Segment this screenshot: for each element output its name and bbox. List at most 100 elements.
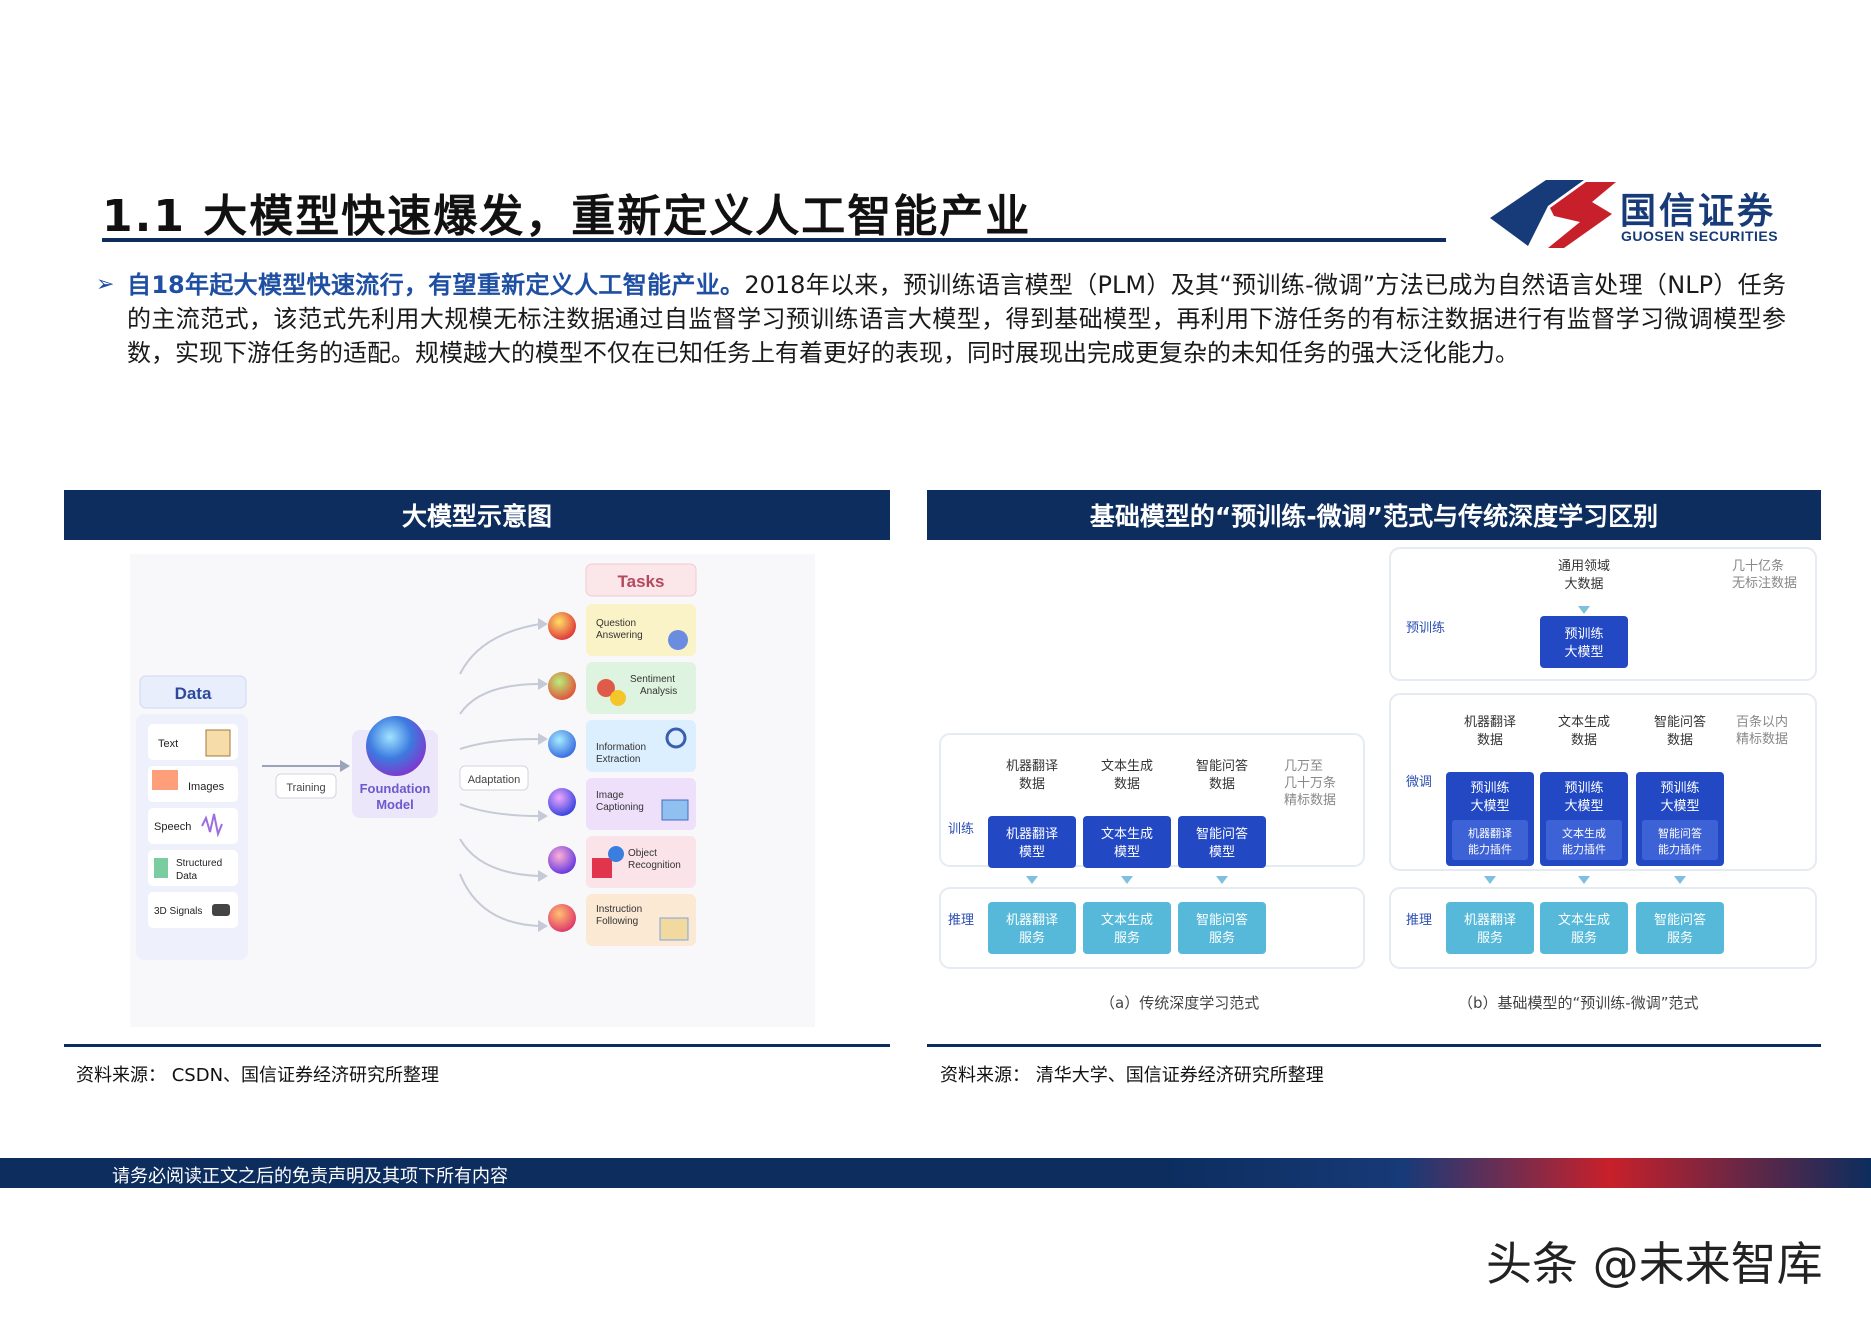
svg-text:Information: Information [596,742,646,753]
bullet-arrow-icon: ➢ [96,272,115,297]
svg-text:智能问答: 智能问答 [1196,912,1248,928]
adaptation-arrows [459,623,541,927]
svg-text:无标注数据: 无标注数据 [1732,576,1797,591]
magnifier-icon [665,727,687,749]
svg-text:几十亿条: 几十亿条 [1732,558,1784,574]
svg-text:大模型: 大模型 [1470,799,1509,814]
svg-text:Analysis: Analysis [640,686,677,697]
foundation-caption: （b）基础模型的“预训练-微调”范式 [1458,994,1698,1012]
task-image-captioning: Image Captioning [586,778,696,830]
task-ball-icon [548,612,576,640]
task-ball-icon [548,730,576,758]
task-ball-icon [548,672,576,700]
task-object-recognition: Object Recognition [586,836,696,888]
infer-label: 推理 [948,913,974,928]
svg-text:机器翻译: 机器翻译 [1006,827,1058,842]
waveform-icon [201,813,223,838]
finetune-label: 微调 [1406,775,1432,790]
logo-name-cn: 国信证券 [1620,191,1777,232]
task-ball-icon [548,904,576,932]
emoji-icon [597,679,615,697]
data-column: Data Text Images Speech Structured [136,675,248,960]
svg-text:Object: Object [628,848,657,859]
svg-text:服务: 服务 [1019,930,1045,946]
svg-text:百条以内: 百条以内 [1736,714,1788,730]
svg-text:Answering: Answering [596,630,643,641]
left-panel-bottom-rule [64,1044,890,1047]
emoji-icon [610,690,626,706]
svg-text:Extraction: Extraction [596,754,640,765]
svg-text:预训练: 预训练 [1564,627,1603,642]
svg-text:3D Signals: 3D Signals [154,906,202,917]
svg-text:智能问答: 智能问答 [1654,912,1706,928]
svg-text:服务: 服务 [1571,930,1597,946]
chat-bubble-icon [668,630,688,650]
table-icon [154,858,168,878]
svg-text:智能问答: 智能问答 [1654,714,1706,730]
svg-text:机器翻译: 机器翻译 [1006,913,1058,928]
title-underline [102,238,1446,242]
sensor-icon [212,904,230,916]
left-panel-header: 大模型示意图 [64,490,890,540]
svg-text:服务: 服务 [1477,930,1503,946]
left-source-note: 资料来源： CSDN、国信证券经济研究所整理 [76,1065,440,1086]
svg-text:文本生成: 文本生成 [1101,913,1153,928]
svg-text:机器翻译: 机器翻译 [1468,826,1512,840]
svg-text:通用领域: 通用领域 [1558,559,1610,574]
svg-text:数据: 数据 [1114,777,1140,792]
footer-disclaimer: 请务必阅读正文之后的免责声明及其项下所有内容 [112,1166,508,1187]
footer-bar [0,1158,1871,1188]
svg-text:智能问答: 智能问答 [1196,826,1248,842]
svg-text:Structured: Structured [176,858,222,869]
data-item-images: Images [148,766,238,802]
foundation-model-diagram: Data Text Images Speech Structured [130,554,815,1027]
svg-text:大数据: 大数据 [1564,577,1603,592]
company-logo: 国信证券 GUOSEN SECURITIES [1488,176,1788,252]
svg-text:文本生成: 文本生成 [1101,759,1153,774]
svg-text:文本生成: 文本生成 [1558,715,1610,730]
logo-name-en: GUOSEN SECURITIES [1621,228,1779,244]
globe-icon [366,716,426,776]
photo-icon [661,799,689,821]
logo-mark-icon [1490,180,1616,248]
svg-text:几十万条: 几十万条 [1284,775,1336,791]
tasks-title: Tasks [618,572,665,591]
task-ball-icon [548,846,576,874]
task-instruction-following: Instruction Following [586,894,696,946]
adaptation-flow: Adaptation [459,765,529,791]
training-flow: Training [262,760,350,799]
svg-text:Recognition: Recognition [628,860,681,871]
pretrain-label: 预训练 [1406,621,1445,636]
task-ball-icon [548,788,576,816]
data-item-text: Text [148,724,238,760]
traditional-models: 机器翻译 模型 文本生成 模型 智能问答 模型 [988,816,1266,868]
svg-text:精标数据: 精标数据 [1284,793,1336,808]
svg-text:数据: 数据 [1209,777,1235,792]
svg-text:Image: Image [596,790,624,801]
svg-text:大模型: 大模型 [1564,799,1603,814]
svg-text:机器翻译: 机器翻译 [1464,715,1516,730]
svg-text:服务: 服务 [1114,930,1140,946]
tasks-column: Tasks Question Answering Sentiment Analy… [585,563,697,946]
svg-text:模型: 模型 [1209,845,1235,860]
svg-text:Instruction: Instruction [596,904,642,915]
traditional-services: 机器翻译 服务 文本生成 服务 智能问答 服务 [988,902,1266,954]
intro-body: 2018年以来，预训练语言模型（PLM）及其“预训练-微调”方法已成为自然语言处… [127,271,1786,367]
svg-text:Text: Text [158,738,178,750]
infer-label-b: 推理 [1406,913,1432,928]
book-icon [205,729,231,757]
svg-text:机器翻译: 机器翻译 [1464,913,1516,928]
svg-text:能力插件: 能力插件 [1468,842,1512,856]
right-source-note: 资料来源： 清华大学、国信证券经济研究所整理 [940,1065,1324,1086]
traditional-paradigm: 训练 推理 机器翻译 数据 文本生成 数据 智能问答 数据 几万至 几十万条 精… [939,733,1365,1012]
svg-text:预训练: 预训练 [1660,781,1699,796]
paradigm-comparison-diagram: 训练 推理 机器翻译 数据 文本生成 数据 智能问答 数据 几万至 几十万条 精… [930,546,1820,1026]
svg-text:文本生成: 文本生成 [1558,913,1610,928]
right-panel-bottom-rule [927,1044,1821,1047]
foundation-model-node: Foundation Model [352,716,438,818]
svg-text:Model: Model [376,797,414,812]
map-icon [659,917,689,941]
svg-text:模型: 模型 [1019,845,1045,860]
cube-icon [592,858,612,878]
svg-text:文本生成: 文本生成 [1101,827,1153,842]
